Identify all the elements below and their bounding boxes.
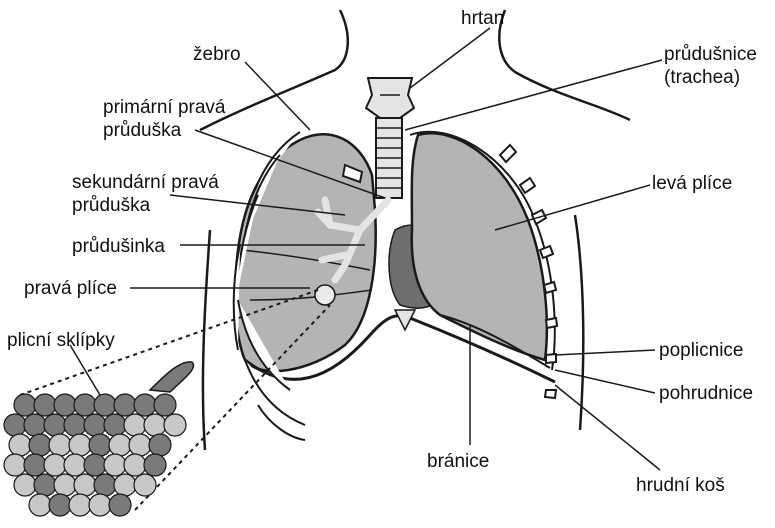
alveolus bbox=[69, 494, 91, 516]
torso-left-outline bbox=[203, 230, 210, 450]
label-left-lung: levá plíce bbox=[652, 173, 732, 195]
alveolus bbox=[24, 454, 46, 476]
alveolus bbox=[94, 474, 116, 496]
left-lung bbox=[410, 132, 555, 370]
alveolus bbox=[74, 474, 96, 496]
alveolus bbox=[24, 414, 46, 436]
alveolus bbox=[54, 394, 76, 416]
neck-right-outline bbox=[499, 10, 630, 120]
alveolus bbox=[69, 434, 91, 456]
alveolus bbox=[154, 394, 176, 416]
label-primary-bronchus-2: průduška bbox=[103, 120, 181, 142]
trachea bbox=[376, 118, 402, 198]
label-zebro: žebro bbox=[193, 44, 241, 66]
label-secondary-bronchus-2: průduška bbox=[72, 195, 150, 217]
alveolus bbox=[109, 494, 131, 516]
alveolus bbox=[134, 394, 156, 416]
alveolus bbox=[54, 474, 76, 496]
label-right-lung: pravá plíce bbox=[24, 278, 117, 300]
alveolus bbox=[4, 414, 26, 436]
alveolus bbox=[94, 394, 116, 416]
alveolus bbox=[14, 394, 36, 416]
alveolus bbox=[124, 414, 146, 436]
alveolus bbox=[89, 494, 111, 516]
alveolus bbox=[49, 494, 71, 516]
label-bronchiole: průdušinka bbox=[72, 236, 165, 258]
alveolus bbox=[49, 434, 71, 456]
alveoli-cluster bbox=[315, 285, 335, 305]
label-hrtan: hrtan bbox=[461, 8, 504, 30]
label-alveoli: plicní sklípky bbox=[7, 330, 115, 352]
torso-right-outline bbox=[575, 215, 583, 430]
alveolus bbox=[114, 394, 136, 416]
alveolus bbox=[29, 494, 51, 516]
alveolus bbox=[4, 454, 26, 476]
alveolus bbox=[104, 414, 126, 436]
alveolus bbox=[14, 474, 36, 496]
alveolus bbox=[9, 434, 31, 456]
label-diaphragm: bránice bbox=[427, 451, 489, 473]
label-parietal-pleura: pohrudnice bbox=[659, 383, 753, 405]
label-visceral-pleura: poplicnice bbox=[659, 340, 744, 362]
alveolus bbox=[74, 394, 96, 416]
alveolus bbox=[84, 454, 106, 476]
alveolus bbox=[34, 394, 56, 416]
label-secondary-bronchus-1: sekundární pravá bbox=[72, 172, 219, 194]
alveolus bbox=[144, 454, 166, 476]
label-rib-cage: hrudní koš bbox=[636, 475, 725, 497]
alveolus bbox=[129, 434, 151, 456]
alveolus bbox=[104, 454, 126, 476]
alveolus bbox=[29, 434, 51, 456]
alveolus bbox=[109, 434, 131, 456]
alveolus bbox=[164, 414, 186, 436]
alveolus bbox=[89, 434, 111, 456]
alveolus bbox=[64, 454, 86, 476]
alveolus bbox=[64, 414, 86, 436]
alveolus bbox=[34, 474, 56, 496]
label-trachea-1: průdušnice bbox=[664, 44, 757, 66]
alveolus bbox=[44, 454, 66, 476]
alveolus bbox=[124, 454, 146, 476]
label-trachea-2: (trachea) bbox=[664, 67, 740, 89]
larynx bbox=[366, 78, 414, 118]
alveolus bbox=[149, 434, 171, 456]
alveolus bbox=[84, 414, 106, 436]
label-primary-bronchus-1: primární pravá bbox=[103, 97, 226, 119]
alveolus bbox=[44, 414, 66, 436]
alveolus bbox=[114, 474, 136, 496]
alveolus bbox=[134, 474, 156, 496]
alveolus bbox=[144, 414, 166, 436]
